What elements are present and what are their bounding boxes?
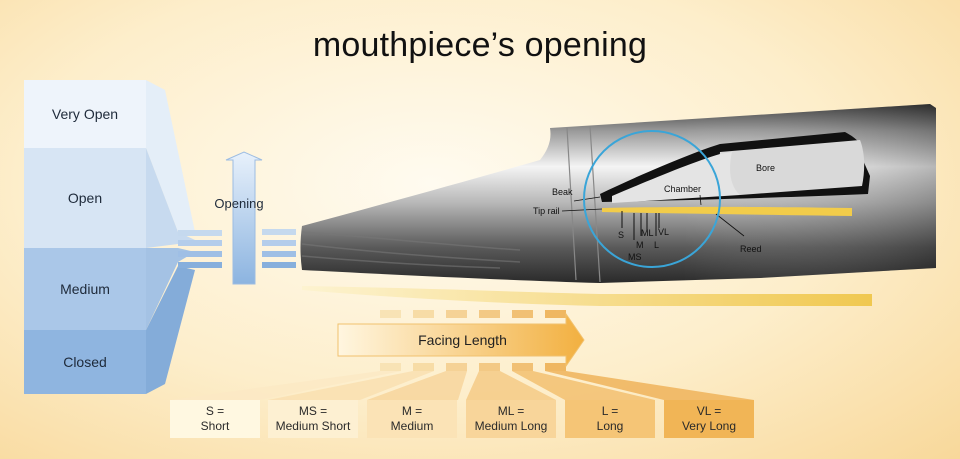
label-chamber: Chamber bbox=[664, 184, 702, 194]
fan-very-open bbox=[146, 80, 195, 232]
mark-ml: ML bbox=[641, 228, 654, 238]
bar-open bbox=[178, 240, 222, 246]
label-tip-rail: Tip rail bbox=[533, 206, 560, 216]
bore-pointer bbox=[699, 194, 702, 206]
category-code: MS = bbox=[298, 404, 328, 418]
fan-s bbox=[170, 371, 401, 400]
mark-vl: VL bbox=[658, 227, 670, 237]
level-medium: Medium bbox=[60, 281, 110, 297]
tip-bar-1 bbox=[262, 229, 296, 235]
mark-ms: MS bbox=[628, 252, 642, 262]
fan-closed bbox=[146, 266, 195, 394]
level-open: Open bbox=[67, 190, 103, 206]
tip-bar-4 bbox=[262, 262, 296, 268]
level-panel-very-open bbox=[24, 80, 146, 148]
category-medium-long: ML = Medium Long bbox=[466, 400, 556, 438]
opening-label: Opening bbox=[214, 196, 264, 211]
category-very-long: VL = Very Long bbox=[664, 400, 754, 438]
facing-tick-1 bbox=[380, 310, 401, 318]
mark-l: L bbox=[654, 240, 660, 250]
level-panel-open bbox=[24, 148, 146, 248]
magnifier-circle bbox=[583, 130, 721, 268]
category-medium-short: MS = Medium Short bbox=[268, 400, 358, 438]
mark-s: S bbox=[618, 230, 625, 240]
facing-tick-9 bbox=[446, 363, 467, 371]
tip-bar-3 bbox=[262, 251, 296, 257]
tip-curves bbox=[301, 231, 521, 269]
bar-medium bbox=[178, 251, 222, 257]
category-code: L = bbox=[601, 404, 619, 418]
category-medium: M = Medium bbox=[367, 400, 457, 438]
facing-tick-11 bbox=[512, 363, 533, 371]
facing-tick-3 bbox=[446, 310, 467, 318]
facing-tick-5 bbox=[512, 310, 533, 318]
category-name: Long bbox=[596, 419, 624, 433]
chamber-light bbox=[612, 152, 740, 203]
level-panel-closed bbox=[24, 330, 146, 394]
label-beak: Beak bbox=[552, 187, 573, 197]
fan-m bbox=[367, 371, 467, 400]
category-name: Medium Short bbox=[275, 419, 351, 433]
facing-tick-6 bbox=[545, 310, 566, 318]
fan-open bbox=[146, 148, 195, 248]
category-code: VL = bbox=[696, 404, 722, 418]
bore-opening bbox=[719, 140, 865, 195]
facing-arrow-icon bbox=[337, 312, 585, 368]
opening-arrow-icon bbox=[225, 151, 263, 285]
beak-pointer bbox=[573, 196, 601, 202]
tip-rail-pointer bbox=[561, 208, 603, 212]
category-code: S = bbox=[205, 404, 225, 418]
category-name: Medium bbox=[390, 419, 434, 433]
facing-tick-7 bbox=[380, 363, 401, 371]
category-short: S = Short bbox=[170, 400, 260, 438]
ring-line-1 bbox=[566, 127, 577, 281]
category-code: ML = bbox=[497, 404, 525, 418]
ring-line-2 bbox=[589, 125, 601, 283]
facing-tick-12 bbox=[545, 363, 566, 371]
facing-tick-4 bbox=[479, 310, 500, 318]
bar-very-open bbox=[178, 230, 222, 236]
facing-tick-2 bbox=[413, 310, 434, 318]
reed-strip bbox=[302, 286, 872, 306]
level-very-open: Very Open bbox=[51, 106, 119, 122]
level-closed: Closed bbox=[63, 354, 107, 370]
fan-ml bbox=[466, 371, 556, 400]
tip-bar-2 bbox=[262, 240, 296, 246]
reed-top bbox=[602, 206, 852, 216]
level-panel-medium bbox=[24, 248, 146, 330]
fan-l bbox=[512, 371, 655, 400]
reed-pointer bbox=[715, 213, 745, 237]
category-name: Very Long bbox=[681, 419, 737, 433]
fan-medium bbox=[146, 248, 195, 330]
category-name: Medium Long bbox=[474, 419, 548, 433]
mark-m: M bbox=[636, 240, 644, 250]
fan-vl bbox=[545, 371, 754, 400]
label-bore: Bore bbox=[756, 163, 776, 173]
category-code: M = bbox=[401, 404, 423, 418]
bar-closed bbox=[178, 262, 222, 268]
fan-ms bbox=[268, 371, 434, 400]
facing-length-label: Facing Length bbox=[418, 332, 507, 348]
category-name: Short bbox=[200, 419, 230, 433]
page-title: mouthpiece’s opening bbox=[312, 26, 648, 64]
facing-tick-10 bbox=[479, 363, 500, 371]
facing-tick-8 bbox=[413, 363, 434, 371]
label-reed: Reed bbox=[740, 244, 762, 254]
category-long: L = Long bbox=[565, 400, 655, 438]
